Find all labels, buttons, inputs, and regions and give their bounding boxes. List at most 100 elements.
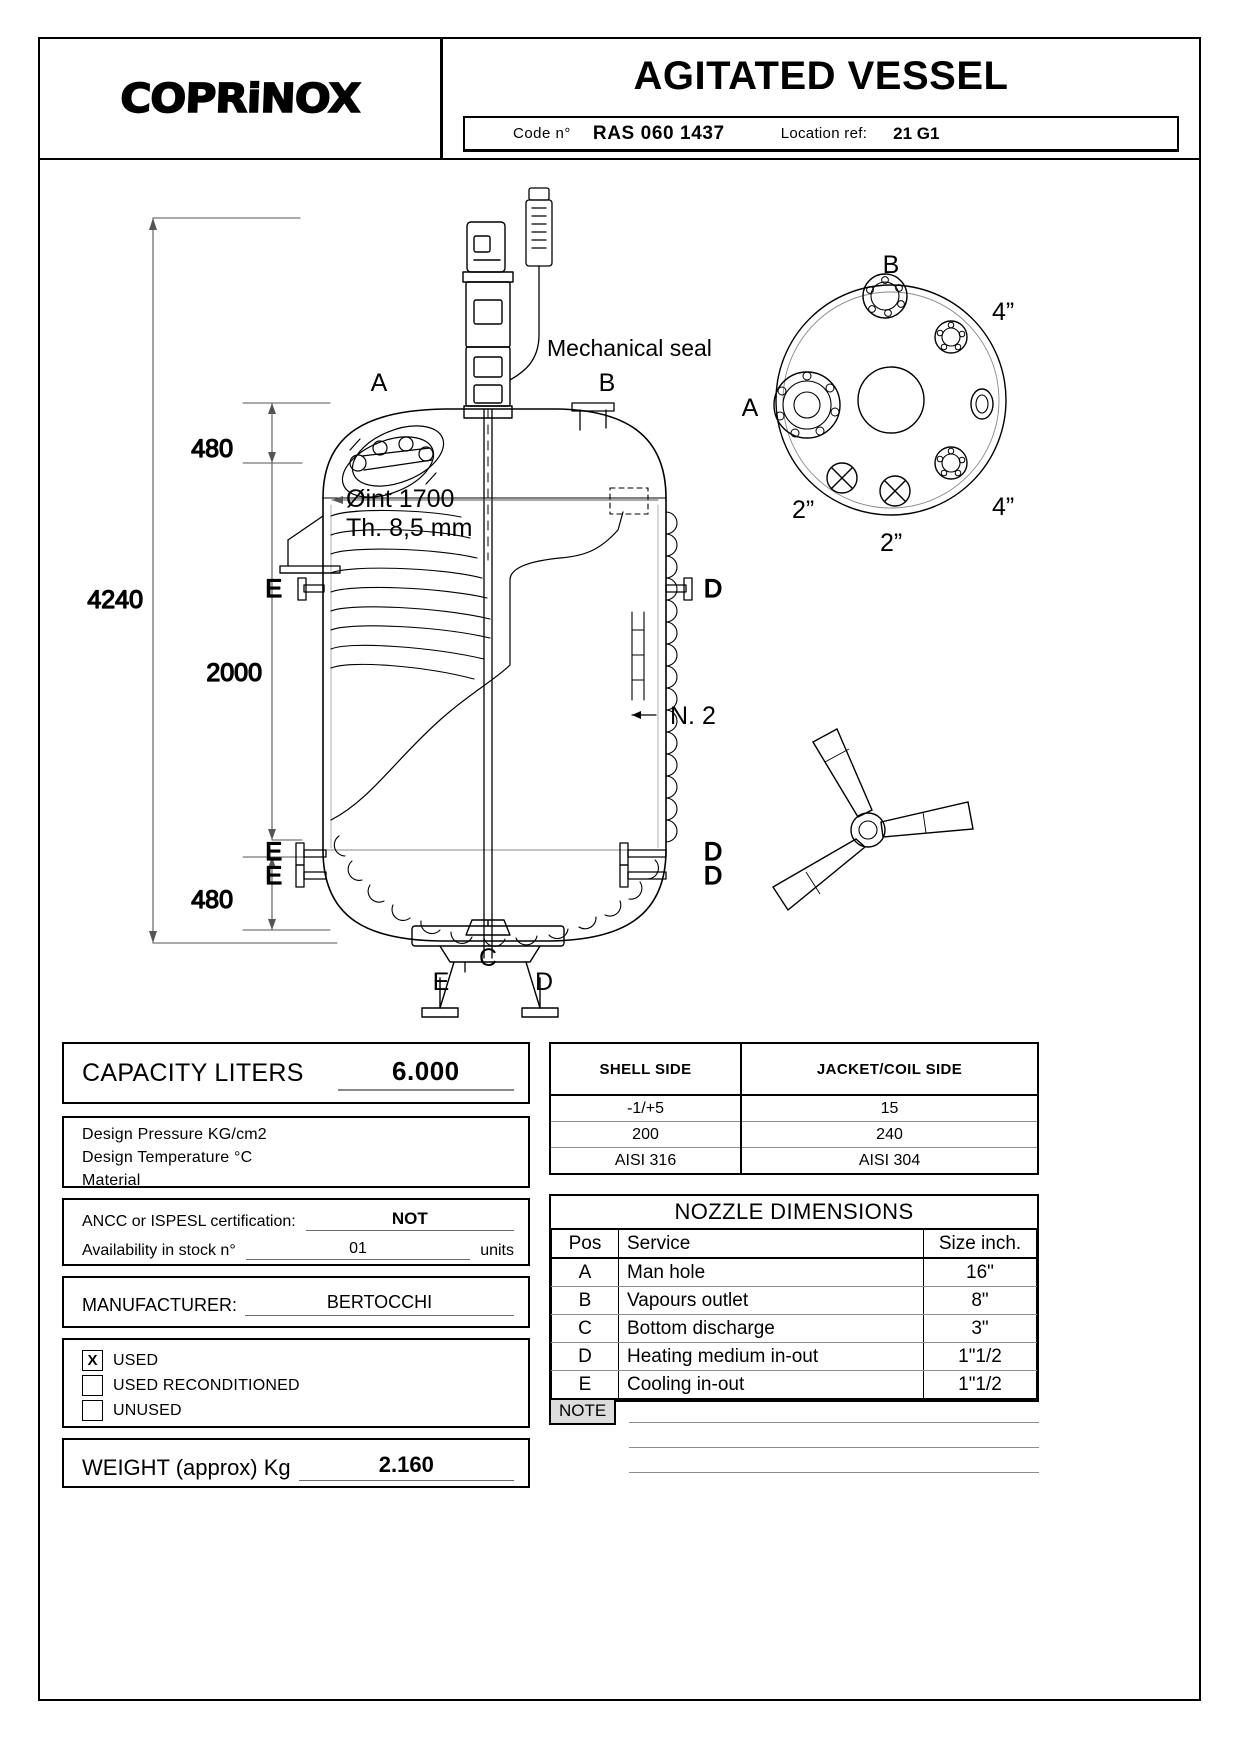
weight-label: WEIGHT (approx) Kg (82, 1455, 291, 1480)
condition-box: X USED USED RECONDITIONED UNUSED (62, 1338, 530, 1428)
header: COPRiNOX AGITATED VESSEL Code n° RAS 060… (40, 39, 1199, 160)
nozzle-size-c: 3" (923, 1314, 1037, 1343)
thickness-label: Th. 8,5 mm (346, 514, 472, 542)
ancc-row: ANCC or ISPESL certification: NOT (82, 1209, 514, 1231)
nozzle-dimensions-box: NOZZLE DIMENSIONS Pos Service Size inch.… (549, 1194, 1039, 1402)
checkbox-unused[interactable] (82, 1400, 103, 1421)
checkbox-used-label: USED (113, 1351, 159, 1369)
nozzle-label-D-low: D (704, 862, 722, 890)
impeller-detail (772, 728, 974, 912)
nozzle-table-title: NOZZLE DIMENSIONS (674, 1199, 914, 1224)
nozzle-service-c: Bottom discharge (618, 1314, 924, 1343)
nozzle-size-e: 1"1/2 (923, 1370, 1037, 1400)
table-row: B Vapours outlet 8" (551, 1286, 1037, 1315)
sides-row-pressure: -1/+5 15 (548, 1094, 1039, 1122)
checkbox-used-reconditioned[interactable] (82, 1375, 103, 1396)
sides-row-material: AISI 316 AISI 304 (548, 1147, 1039, 1175)
nozzle-pos-a: A (551, 1257, 619, 1287)
checkbox-used[interactable]: X (82, 1350, 103, 1371)
manufacturer-value: BERTOCCHI (245, 1292, 514, 1316)
dim-total-label: 4240 (87, 586, 143, 614)
shell-temperature: 200 (548, 1121, 743, 1148)
code-label: Code n° (513, 125, 571, 142)
nozzle-pos-b: B (551, 1286, 619, 1315)
design-conditions-box: Design Pressure KG/cm2 Design Temperatur… (62, 1116, 530, 1189)
table-row: D Heating medium in-out 1"1/2 (551, 1342, 1037, 1371)
topview-size-4-bottom: 4” (992, 493, 1014, 521)
nozzle-label-C-bottom: C (479, 944, 497, 972)
manufacturer-row: MANUFACTURER: BERTOCCHI (82, 1292, 514, 1316)
left-spec-column: CAPACITY LITERS 6.000 Design Pressure KG… (40, 1026, 543, 1701)
ancc-label: ANCC or ISPESL certification: (82, 1213, 296, 1230)
weight-value: 2.160 (298, 1452, 514, 1481)
nozzle-label-E-low: E (265, 862, 282, 890)
shell-material: AISI 316 (548, 1147, 743, 1175)
code-value: RAS 060 1437 (592, 122, 725, 144)
note-line-3[interactable] (629, 1448, 1039, 1473)
page-border (38, 37, 1201, 1701)
topview-label-A: A (742, 394, 759, 422)
stock-row: Availability in stock n° 01 units (82, 1240, 514, 1260)
technical-drawing: 4240 480 2000 (40, 160, 1199, 1026)
header-right: AGITATED VESSEL Code n° RAS 060 1437 Loc… (443, 39, 1199, 158)
nozzle-service-d: Heating medium in-out (618, 1342, 924, 1371)
topview-size-4-top: 4” (992, 298, 1014, 326)
stock-units: units (480, 1242, 514, 1259)
code-bar: Code n° RAS 060 1437 Location ref: 21 G1 (463, 116, 1179, 152)
dim-480-bottom-label: 480 (191, 886, 233, 914)
spec-tables: CAPACITY LITERS 6.000 Design Pressure KG… (40, 1026, 1199, 1701)
nozzle-header-row: Pos Service Size inch. (551, 1228, 1037, 1259)
nozzle-service-a: Man hole (618, 1257, 924, 1287)
nozzle-label-E-mid: E (265, 838, 282, 866)
nozzle-header-size: Size inch. (923, 1228, 1037, 1259)
table-row: A Man hole 16" (551, 1257, 1037, 1287)
nozzle-service-e: Cooling in-out (618, 1370, 924, 1400)
manufacturer-label: MANUFACTURER: (82, 1295, 238, 1315)
nozzle-label-B: B (599, 369, 616, 397)
design-pressure-label: Design Pressure KG/cm2 (82, 1126, 267, 1143)
nozzle-header-service: Service (618, 1228, 924, 1259)
note-line-2[interactable] (629, 1423, 1039, 1448)
stock-label: Availability in stock n° (82, 1242, 236, 1259)
nozzle-pos-e: E (551, 1370, 619, 1400)
topview-label-B: B (883, 251, 900, 279)
drawing-svg: 4240 480 2000 (87, 187, 1014, 1018)
checkbox-unused-label: UNUSED (113, 1401, 182, 1419)
capacity-value-field: 6.000 (337, 1055, 514, 1091)
top-view-plan (773, 273, 1007, 516)
condition-option-used[interactable]: X USED (82, 1348, 528, 1373)
nozzle-size-a: 16" (923, 1257, 1037, 1287)
note-badge: NOTE (549, 1398, 619, 1427)
nozzle-pos-c: C (551, 1314, 619, 1343)
shell-pressure: -1/+5 (548, 1094, 743, 1122)
condition-option-unused[interactable]: UNUSED (82, 1398, 528, 1423)
nozzle-pos-d: D (551, 1342, 619, 1371)
table-row: C Bottom discharge 3" (551, 1314, 1037, 1343)
stock-value: 01 (245, 1240, 471, 1260)
sides-table: SHELL SIDE JACKET/COIL SIDE -1/+5 15 200… (548, 1042, 1039, 1175)
topview-size-2-left: 2” (792, 496, 814, 524)
jacket-pressure: 15 (740, 1094, 1039, 1122)
sides-header-jacket: JACKET/COIL SIDE (740, 1042, 1039, 1096)
note-section: NOTE (549, 1398, 1039, 1473)
table-row: E Cooling in-out 1"1/2 (551, 1370, 1037, 1400)
nozzle-service-b: Vapours outlet (618, 1286, 924, 1315)
note-lines[interactable] (629, 1398, 1039, 1473)
mechanical-seal-label: Mechanical seal (547, 335, 712, 361)
condition-option-used-reconditioned[interactable]: USED RECONDITIONED (82, 1373, 528, 1398)
note-line-1[interactable] (629, 1398, 1039, 1423)
design-temperature-label: Design Temperature °C (82, 1149, 253, 1166)
nozzle-table: Pos Service Size inch. A Man hole 16" B (551, 1228, 1037, 1400)
weight-row: WEIGHT (approx) Kg 2.160 (82, 1452, 514, 1481)
checkbox-used-reconditioned-label: USED RECONDITIONED (113, 1376, 300, 1394)
logo-cell: COPRiNOX (40, 39, 443, 158)
topview-size-2-bottom: 2” (880, 529, 902, 557)
capacity-value: 6.000 (392, 1055, 460, 1086)
right-spec-column: SHELL SIDE JACKET/COIL SIDE -1/+5 15 200… (548, 1026, 1199, 1701)
manufacturer-box: MANUFACTURER: BERTOCCHI (62, 1276, 530, 1328)
jacket-temperature: 240 (740, 1121, 1039, 1148)
nozzle-label-E-bottom: E (433, 968, 450, 996)
dim-480-top-label: 480 (191, 435, 233, 463)
nozzle-size-b: 8" (923, 1286, 1037, 1315)
